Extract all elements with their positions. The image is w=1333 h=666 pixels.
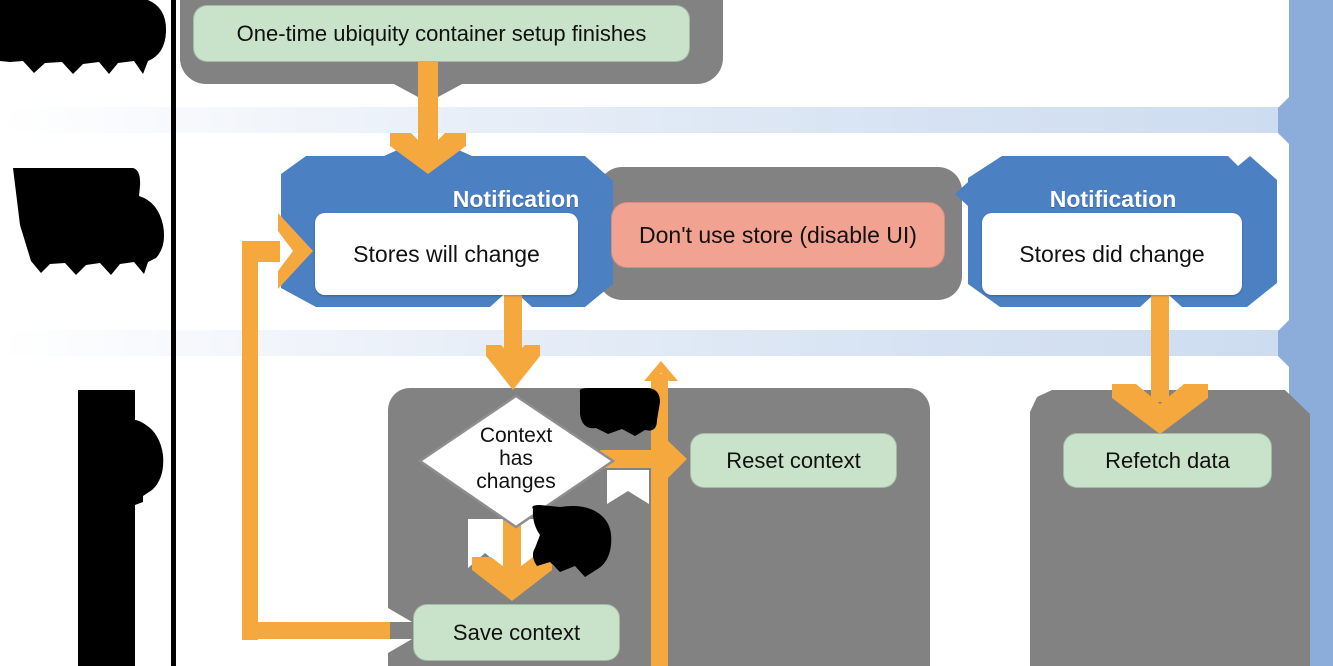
loop-line-bottom xyxy=(242,622,390,639)
setup-finished-box: One-time ubiquity container setup finish… xyxy=(193,5,690,62)
redacted-label-middle-left xyxy=(13,168,165,275)
refetch-data-box: Refetch data xyxy=(1063,433,1272,488)
decision-diamond xyxy=(417,394,616,529)
lane-divider-line xyxy=(171,0,176,666)
arrow-notification-to-refetch xyxy=(1151,276,1169,402)
notification-title-left: Notification xyxy=(452,186,580,212)
decision-label: Context has changes xyxy=(476,424,556,493)
stores-will-change-label: Stores will change xyxy=(353,240,540,267)
disable-ui-box: Don't use store (disable UI) xyxy=(611,202,945,268)
stores-did-change-box: Stores did change xyxy=(982,213,1242,295)
timeline-band-middle xyxy=(0,330,1290,356)
redacted-label-no xyxy=(579,388,660,436)
setup-finished-label: One-time ubiquity container setup finish… xyxy=(236,20,647,46)
side-bar-flares xyxy=(1278,96,1290,368)
setup-container-tab xyxy=(392,83,464,97)
stores-will-change-box: Stores will change xyxy=(315,213,578,295)
loop-line-top xyxy=(242,241,280,262)
save-context-label: Save context xyxy=(452,619,581,645)
arrow-setup-to-notification xyxy=(418,58,438,152)
redacted-label-top-left xyxy=(0,0,167,74)
stores-did-change-label: Stores did change xyxy=(1019,240,1205,267)
disable-ui-label: Don't use store (disable UI) xyxy=(639,221,917,248)
refetch-data-label: Refetch data xyxy=(1105,447,1230,473)
arrow-decision-to-reset xyxy=(600,450,655,468)
redacted-label-bottom-left xyxy=(78,390,164,666)
arrow-decision-to-save xyxy=(503,518,521,574)
notification-title-right: Notification xyxy=(1049,186,1177,212)
arrow-notification-to-decision xyxy=(504,276,522,360)
timeline-band-top xyxy=(0,107,1290,133)
redacted-label-yes xyxy=(532,505,612,577)
reset-context-box: Reset context xyxy=(690,433,897,488)
reset-context-label: Reset context xyxy=(726,447,861,473)
loop-line-vertical xyxy=(242,241,258,640)
save-context-box: Save context xyxy=(413,604,620,661)
reset-branch-line xyxy=(651,374,668,666)
flow-arrows xyxy=(242,58,1208,666)
